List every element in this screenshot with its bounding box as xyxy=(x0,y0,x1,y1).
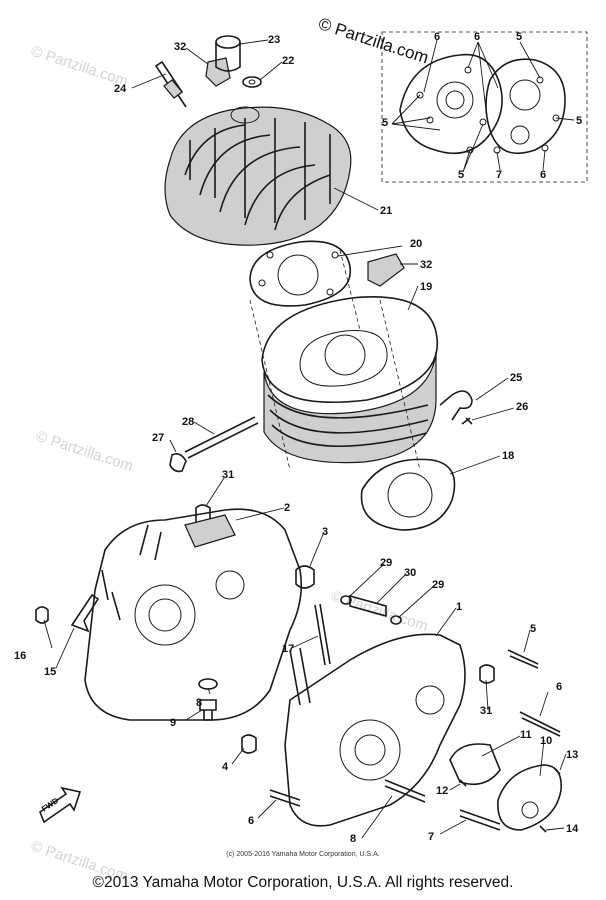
stopper-plate xyxy=(70,593,100,633)
callout-label: 27 xyxy=(152,432,164,444)
callout-label: 5 xyxy=(576,115,582,127)
watermark: © Partzilla.com xyxy=(329,588,430,635)
callout-label: 6 xyxy=(540,169,546,181)
callout-label: 24 xyxy=(114,83,127,95)
head-gasket xyxy=(249,240,352,307)
callout-label: 31 xyxy=(480,705,492,717)
callout-label: 7 xyxy=(428,831,434,843)
sub-copyright: (c) 2005-2016 Yamaha Motor Corporation, … xyxy=(226,851,380,858)
callout-label: 4 xyxy=(222,761,229,773)
callout-label: 5 xyxy=(382,117,388,129)
case-bolts xyxy=(269,649,561,831)
leader-lines xyxy=(43,39,567,839)
cylinder xyxy=(249,249,439,471)
knock-pin xyxy=(295,565,315,589)
callout-label: 29 xyxy=(432,579,444,591)
clip xyxy=(439,390,473,421)
drain-washer xyxy=(198,678,218,690)
callout-label: 13 xyxy=(566,749,578,761)
fwd-label: FWD xyxy=(40,796,60,814)
callout-label: 14 xyxy=(566,823,579,835)
bearing-pin xyxy=(340,594,402,625)
callout-label: 7 xyxy=(496,169,502,181)
callout-label: 5 xyxy=(530,623,536,635)
inset-crankcase-bolt-layout xyxy=(381,31,588,183)
callout-label: 10 xyxy=(540,735,552,747)
head-cap xyxy=(215,35,241,72)
callout-label: 19 xyxy=(420,281,432,293)
callout-label: 3 xyxy=(322,526,328,538)
callout-label: 18 xyxy=(502,450,514,462)
callout-label: 30 xyxy=(404,567,416,579)
callout-label: 11 xyxy=(520,729,532,741)
callout-label: 17 xyxy=(282,643,294,655)
drain-plug xyxy=(199,699,217,721)
callout-label: 9 xyxy=(170,717,176,729)
callout-label: 1 xyxy=(456,601,462,613)
callout-label: 23 xyxy=(268,34,280,46)
callout-label: 31 xyxy=(222,469,234,481)
callout-label: 6 xyxy=(434,31,440,43)
bolt xyxy=(35,606,49,624)
callout-label: 28 xyxy=(182,416,194,428)
callout-label: 21 xyxy=(380,205,392,217)
callout-label: 26 xyxy=(516,401,528,413)
callout-label: 5 xyxy=(516,31,522,43)
callout-label: 25 xyxy=(510,372,522,384)
fwd-arrow: FWD xyxy=(39,786,82,824)
callout-label: 15 xyxy=(44,666,56,678)
callout-labels: 23 32 22 24 21 20 32 19 25 26 28 27 18 3… xyxy=(14,31,582,845)
cover xyxy=(497,764,562,831)
callout-label: 29 xyxy=(380,557,392,569)
callout-label: 22 xyxy=(282,55,294,67)
callout-label: 12 xyxy=(436,785,448,797)
spark-plug xyxy=(154,60,187,108)
watermark: © Partzilla.com xyxy=(34,428,135,475)
screw xyxy=(461,417,473,425)
cylinder-sensor xyxy=(367,253,405,287)
left-crankcase xyxy=(84,508,303,721)
callout-label: 6 xyxy=(474,31,480,43)
callout-label: 20 xyxy=(410,238,422,250)
callout-label: 5 xyxy=(458,169,464,181)
long-stud xyxy=(314,603,331,666)
callout-label: 8 xyxy=(196,697,202,709)
cylinder-head xyxy=(164,106,352,246)
copyright-footer: ©2013 Yamaha Motor Corporation, U.S.A. A… xyxy=(92,874,514,891)
cover-bolts xyxy=(459,767,561,833)
callout-label: 6 xyxy=(248,815,254,827)
dowel-right xyxy=(479,664,495,684)
base-gasket xyxy=(360,458,456,531)
callout-label: 16 xyxy=(14,650,26,662)
stud-bolt xyxy=(169,416,259,473)
temperature-sensor xyxy=(205,57,231,87)
callout-label: 32 xyxy=(420,259,432,271)
callout-label: 6 xyxy=(556,681,562,693)
callout-label: 32 xyxy=(174,41,186,53)
right-crankcase xyxy=(284,633,466,827)
dowel-lower xyxy=(241,734,257,754)
washer xyxy=(242,76,262,88)
cover-gasket xyxy=(449,743,501,786)
callout-label: 8 xyxy=(350,833,356,845)
callout-label: 2 xyxy=(284,502,290,514)
